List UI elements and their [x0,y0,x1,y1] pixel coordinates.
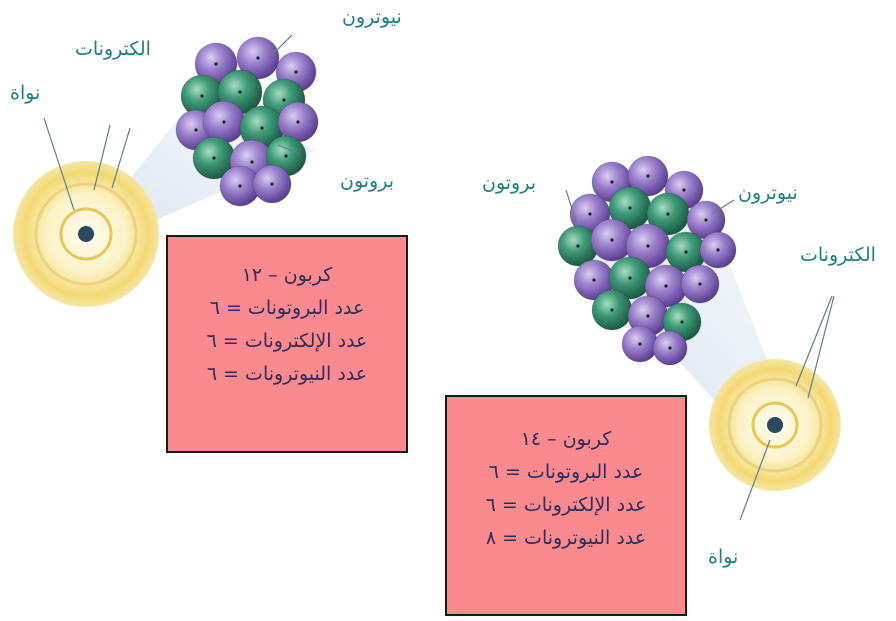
particle-center-dot [610,238,614,242]
particle-center-dot [682,188,686,192]
particle-center-dot [666,212,670,216]
particle-center-dot [698,282,702,286]
particle-center-dot [668,346,672,350]
particle-center-dot [270,182,274,186]
nucleus-cluster [175,36,319,207]
particle-center-dot [588,212,592,216]
particle-center-dot [610,308,614,312]
particle-center-dot [296,120,300,124]
particle-center-dot [222,120,226,124]
particle-center-dot [214,62,218,66]
particle-center-dot [238,184,242,188]
particle-center-dot [260,126,264,130]
particle-center-dot [684,250,688,254]
carbon-12-atom [13,34,319,307]
carbon-12-info-box: كربون – ١٢ عدد البروتونات = ٦ عدد الإلكت… [166,235,408,453]
electron-shell-ring [34,182,138,286]
electron-count: عدد الإلكترونات = ٦ [485,494,647,516]
carbon-14-atom [557,155,841,521]
neutron-count: عدد النيوترونات = ٨ [485,527,647,549]
particle-center-dot [284,154,288,158]
particle-center-dot [716,248,720,252]
electron-shell-ring [59,207,113,261]
particle-center-dot [628,276,632,280]
proton-count: عدد البروتونات = ٦ [488,461,644,483]
particle-center-dot [638,342,642,346]
particle-center-dot [628,206,632,210]
particle-center-dot [282,98,286,102]
electron-shell-ring [751,401,799,449]
carbon-14-info-box: كربون – ١٤ عدد البروتونات = ٦ عدد الإلكت… [445,395,687,616]
pointer-lines [565,189,835,521]
neutron-label: نيوترون [738,182,798,204]
atom-nucleus-dot [767,417,783,433]
particle-center-dot [610,180,614,184]
particle-center-dot [680,320,684,324]
electron-shell-ring [727,377,823,473]
particle-center-dot [200,94,204,98]
particle-center-dot [646,314,650,318]
particle-center-dot [704,218,708,222]
electrons-label: الكترونات [800,244,876,266]
atom-nucleus-dot [78,226,94,242]
particle-center-dot [194,128,198,132]
particle-center-dot [294,70,298,74]
nucleus-cluster [557,155,737,366]
electron-count: عدد الإلكترونات = ٦ [206,330,368,352]
pointer-lines [43,34,301,211]
proton-label: بروتون [340,170,395,192]
nucleus-label: نواة [10,82,41,104]
particle-center-dot [592,278,596,282]
particle-center-dot [646,174,650,178]
isotope-title: كربون – ١٤ [520,428,612,450]
particle-center-dot [646,244,650,248]
electrons-label: الكترونات [75,38,151,60]
neutron-count: عدد النيوترونات = ٦ [206,363,368,385]
proton-label: بروتون [482,172,537,194]
particle-center-dot [576,244,580,248]
nucleus-label: نواة [708,546,739,568]
particle-center-dot [238,90,242,94]
particle-center-dot [212,156,216,160]
isotope-title: كربون – ١٢ [241,264,333,286]
particle-center-dot [250,160,254,164]
neutron-label: نيوترون [342,6,402,28]
particle-center-dot [256,56,260,60]
proton-count: عدد البروتونات = ٦ [209,297,365,319]
particle-center-dot [664,284,668,288]
